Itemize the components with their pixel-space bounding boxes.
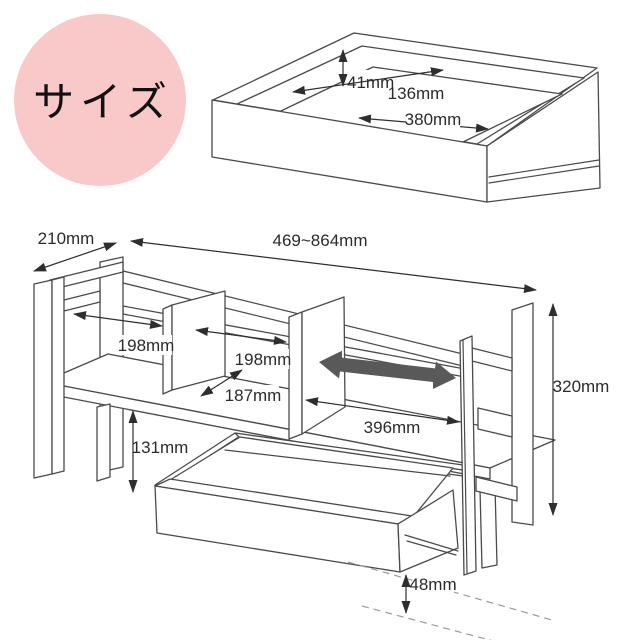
dim-label-clearance: 131mm [132,438,189,457]
slide-direction-arrow [319,350,456,389]
left-frame-front-upright-edge [51,276,65,475]
label-mask [237,349,289,369]
dim-label-drawer-inner-depth: 136mm [388,84,445,103]
left-frame-front-upright [33,279,53,479]
dim-arrow-left-compartment [73,311,163,329]
left-frame-back-leg [96,403,111,482]
right-frame-mid-crossbar [477,407,513,438]
drawer-right-face [486,71,601,203]
dim-label-right-compartment: 198mm [235,350,292,369]
dim-arrow-compartment-depth [200,369,243,397]
right-frame-upright-edge [462,339,468,574]
right-frame-back-leg [479,485,498,569]
dim-label-height: 320mm [553,377,610,396]
size-badge-label: サイズ [33,79,173,125]
shelf-illustration [33,256,556,640]
dimension-annotations: 41mm 136mm 380mm 210mm 469~864mm 198mm 1… [33,49,610,614]
label-mask [120,335,172,355]
dim-label-drawer-inner-height: 41mm [347,73,394,92]
dim-label-width-range: 469~864mm [273,231,368,250]
dim-arrow-drawer-inner-depth [292,67,444,95]
drawer-side-groove [488,159,600,184]
dim-label-left-compartment: 198mm [118,336,175,355]
dashed-floor-line [361,605,492,640]
dim-label-drawer-clearance: 48mm [409,575,456,594]
dim-arrow-depth [33,242,117,272]
dim-label-drawer-inner-width: 380mm [405,110,462,129]
pullout-drawer-floor-line [224,449,451,477]
pullout-drawer [154,432,464,573]
right-frame-top-crossbar [471,347,513,372]
pullout-drawer-slide-lines [404,534,459,556]
dim-arrow-width-range [130,237,537,294]
label-mask [414,576,454,593]
dim-arrow-right-compartment [195,327,287,345]
right-frame-front-upright [459,335,477,576]
label-mask [406,109,460,129]
right-frame [459,302,534,576]
dim-label-bottom-drawer-width: 396mm [364,418,421,437]
dim-arrow-bottom-drawer-width [305,397,460,425]
divider-right-edge [288,311,303,440]
right-frame-bottom-rail [475,476,518,502]
divider-left-face [171,290,226,391]
label-mask [136,437,186,457]
dim-label-depth: 210mm [38,229,95,248]
dim-label-compartment-depth: 187mm [225,386,282,405]
size-badge-circle [14,14,186,186]
right-frame-back-panel [511,302,534,526]
size-badge: サイズ [14,14,186,186]
